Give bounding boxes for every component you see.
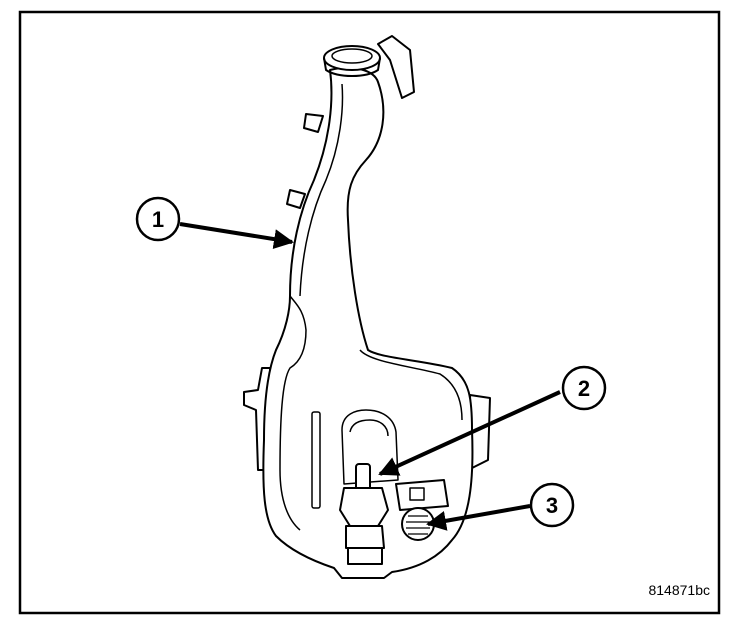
leader-line-1 xyxy=(179,222,294,250)
sensor-ribs xyxy=(406,515,430,535)
body-contour-right xyxy=(359,349,463,421)
filler-neck-rim xyxy=(323,57,381,77)
callout-2-label: 2 xyxy=(578,376,590,401)
filler-neck-inner xyxy=(331,48,373,64)
leader-line-2 xyxy=(378,390,561,476)
pump-body xyxy=(339,487,389,527)
callout-3: 3 xyxy=(529,482,575,528)
callout-1: 1 xyxy=(135,196,181,242)
leader-line-3 xyxy=(426,504,531,531)
callout-2: 2 xyxy=(561,365,607,411)
pump-collar xyxy=(345,525,385,549)
body-contour-ridge xyxy=(279,295,307,531)
figure-code: 814871bc xyxy=(648,582,710,598)
top-bracket xyxy=(377,35,415,99)
pump-recess-inner xyxy=(349,419,389,437)
body-slot xyxy=(311,411,321,509)
callout-3-label: 3 xyxy=(546,493,558,518)
pump-nozzle xyxy=(355,463,371,491)
sensor-plug-notch xyxy=(409,487,425,501)
body-contour-left xyxy=(299,83,344,297)
callout-1-label: 1 xyxy=(152,207,164,232)
reservoir-illustration xyxy=(243,35,491,579)
pump-base xyxy=(347,547,383,565)
neck-tab-upper xyxy=(303,113,324,133)
neck-tab-middle xyxy=(286,189,306,209)
